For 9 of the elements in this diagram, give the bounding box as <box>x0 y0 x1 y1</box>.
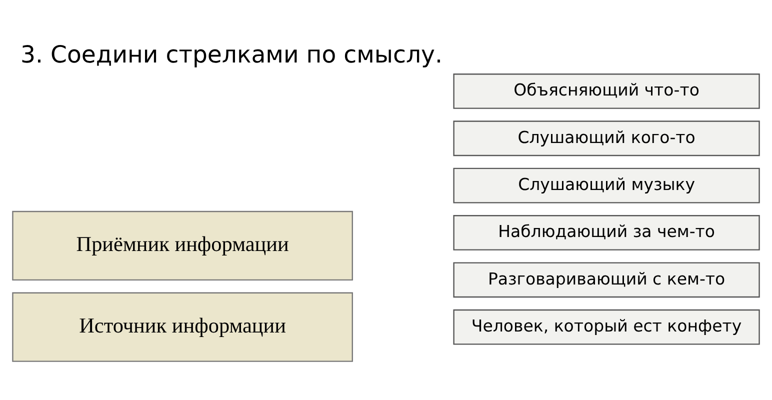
node-box: Слушающий кого-то <box>453 120 760 156</box>
node-box: Разговаривающий с кем-то <box>453 262 760 298</box>
node-box: Приёмник информации <box>12 210 353 280</box>
diagram-title: 3. Соедини стрелками по смыслу. <box>20 40 442 68</box>
node-box: Объясняющий что-то <box>453 74 760 109</box>
node-box: Источник информации <box>12 292 353 362</box>
node-box: Слушающий музыку <box>453 168 760 204</box>
node-box: Человек, который ест конфету <box>453 309 760 345</box>
node-box: Наблюдающий за чем-то <box>453 215 760 250</box>
